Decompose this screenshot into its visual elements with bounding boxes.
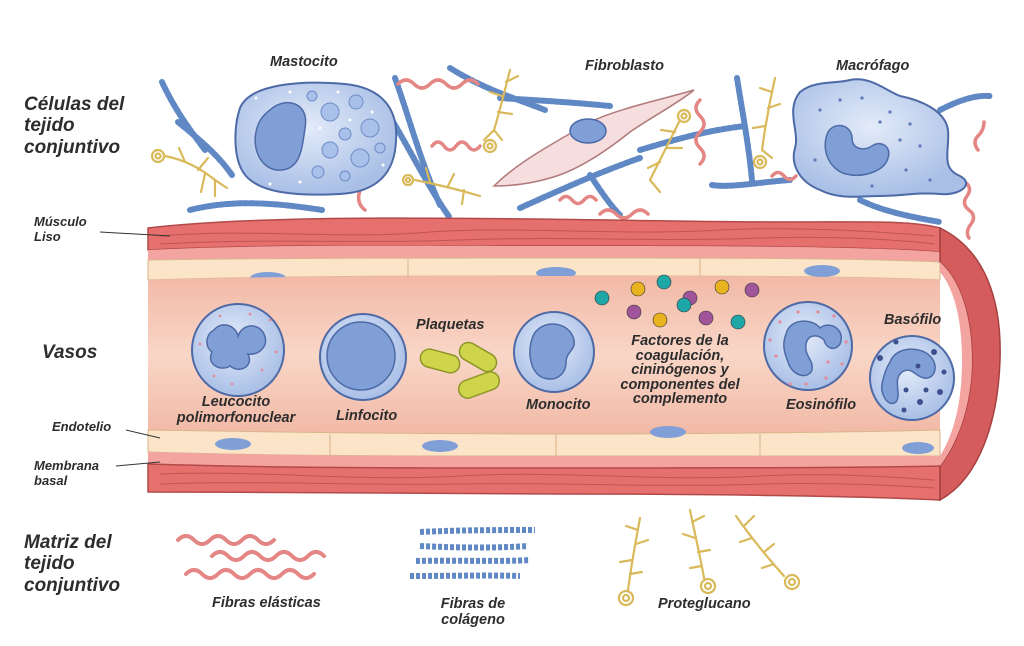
fibroblast-nucleus bbox=[569, 118, 607, 144]
label-pmn-leukocyte: Leucocito polimorfonuclear bbox=[176, 394, 296, 427]
label-platelets: Plaquetas bbox=[416, 317, 485, 333]
label-macrophage: Macrófago bbox=[836, 58, 910, 74]
monocyte bbox=[513, 311, 595, 393]
label-mast-cell: Mastocito bbox=[270, 54, 338, 70]
label-elastic-fibers: Fibras elásticas bbox=[212, 595, 321, 611]
endothelial-nucleus bbox=[215, 438, 251, 450]
proteoglycan bbox=[646, 108, 692, 194]
platelet bbox=[458, 341, 498, 373]
elastic-fiber bbox=[430, 140, 482, 152]
collagen-fiber bbox=[175, 119, 235, 178]
endothelium-leader bbox=[125, 429, 161, 439]
label-collagen-fibers: Fibras de colágeno bbox=[440, 596, 506, 629]
endothelial-nucleus bbox=[536, 267, 576, 279]
label-eosinophil: Eosinófilo bbox=[786, 397, 857, 413]
label-smooth-muscle: Músculo Liso bbox=[34, 214, 87, 244]
monocyte-nucleus bbox=[529, 323, 575, 380]
legend-collagen-fibers bbox=[409, 527, 536, 579]
elastic-fiber bbox=[396, 78, 480, 90]
label-fibroblast: Fibroblasto bbox=[585, 58, 664, 74]
collagen-fiber bbox=[447, 65, 548, 113]
collagen-fiber bbox=[637, 123, 748, 153]
elastic-fiber bbox=[770, 170, 798, 182]
collagen-fiber bbox=[937, 92, 993, 113]
proteoglycan-sample bbox=[734, 514, 801, 591]
pmn-nucleus bbox=[206, 324, 267, 370]
mast-cell-nucleus bbox=[254, 101, 307, 171]
macrophage-nucleus bbox=[824, 124, 890, 176]
basal-leader bbox=[115, 461, 161, 467]
proteoglycan-sample bbox=[681, 508, 717, 595]
collagen-fiber bbox=[734, 75, 755, 183]
collagen-fiber bbox=[187, 200, 325, 213]
elastic-fiber bbox=[558, 194, 598, 206]
endothelial-nucleus bbox=[422, 440, 458, 452]
lymphocyte-nucleus bbox=[326, 321, 396, 391]
eosinophil-nucleus bbox=[783, 320, 843, 377]
proteoglycan bbox=[482, 68, 520, 154]
collagen-fiber bbox=[709, 177, 793, 189]
endothelial-nucleus bbox=[804, 265, 840, 277]
label-endothelium: Endotelio bbox=[52, 419, 112, 434]
label-connective-tissue-matrix: Matriz del tejido conjuntivo bbox=[24, 532, 121, 596]
endothelial-nucleus bbox=[902, 442, 934, 454]
elastic-fiber bbox=[598, 208, 650, 220]
legend-elastic-fibers bbox=[176, 534, 326, 580]
lymphocyte bbox=[319, 313, 407, 401]
collagen-fiber bbox=[857, 197, 943, 225]
upper-matrix-fibers bbox=[150, 65, 993, 240]
eosinophil bbox=[763, 301, 853, 391]
bottom-endothelium bbox=[147, 429, 941, 457]
label-lymphocyte: Linfocito bbox=[336, 408, 398, 424]
elastic-fiber bbox=[973, 120, 986, 152]
label-vessels: Vasos bbox=[42, 342, 98, 363]
collagen-fiber bbox=[517, 155, 643, 211]
endothelial-nucleus bbox=[650, 426, 686, 438]
platelet bbox=[457, 371, 501, 399]
mast-cell bbox=[234, 81, 398, 196]
label-basal-membrane: Membrana basal bbox=[34, 458, 100, 488]
muscle-leader bbox=[99, 231, 171, 237]
pmn-leukocyte bbox=[191, 303, 285, 397]
platelet bbox=[419, 348, 461, 374]
plasma-factors bbox=[594, 274, 760, 330]
label-plasma-factors: Factores de la coagulación, cininógenos … bbox=[620, 333, 740, 407]
collagen-fiber bbox=[389, 117, 453, 221]
platelets bbox=[419, 341, 501, 399]
legend-proteoglycans bbox=[617, 508, 801, 607]
collagen-fiber bbox=[587, 172, 623, 218]
label-basophil: Basófilo bbox=[884, 312, 942, 328]
label-proteoglycan: Proteglucano bbox=[658, 596, 751, 612]
leader-lines bbox=[99, 231, 171, 467]
collagen-fiber bbox=[497, 95, 613, 109]
bottom-smooth-muscle bbox=[147, 463, 941, 501]
fibroblast bbox=[492, 89, 695, 187]
elastic-fiber bbox=[694, 98, 706, 166]
label-connective-tissue-cells: Células del tejido conjuntivo bbox=[24, 94, 125, 158]
bottom-basal-membrane bbox=[148, 452, 940, 468]
elastic-fiber bbox=[962, 180, 976, 240]
proteoglycan bbox=[401, 166, 482, 206]
basophil bbox=[869, 335, 955, 421]
proteoglycan bbox=[751, 76, 782, 170]
macrophage bbox=[792, 78, 968, 198]
proteoglycan bbox=[150, 146, 229, 198]
proteoglycan-sample bbox=[617, 516, 650, 607]
label-monocyte: Monocito bbox=[526, 397, 591, 413]
basophil-nucleus bbox=[880, 348, 936, 405]
